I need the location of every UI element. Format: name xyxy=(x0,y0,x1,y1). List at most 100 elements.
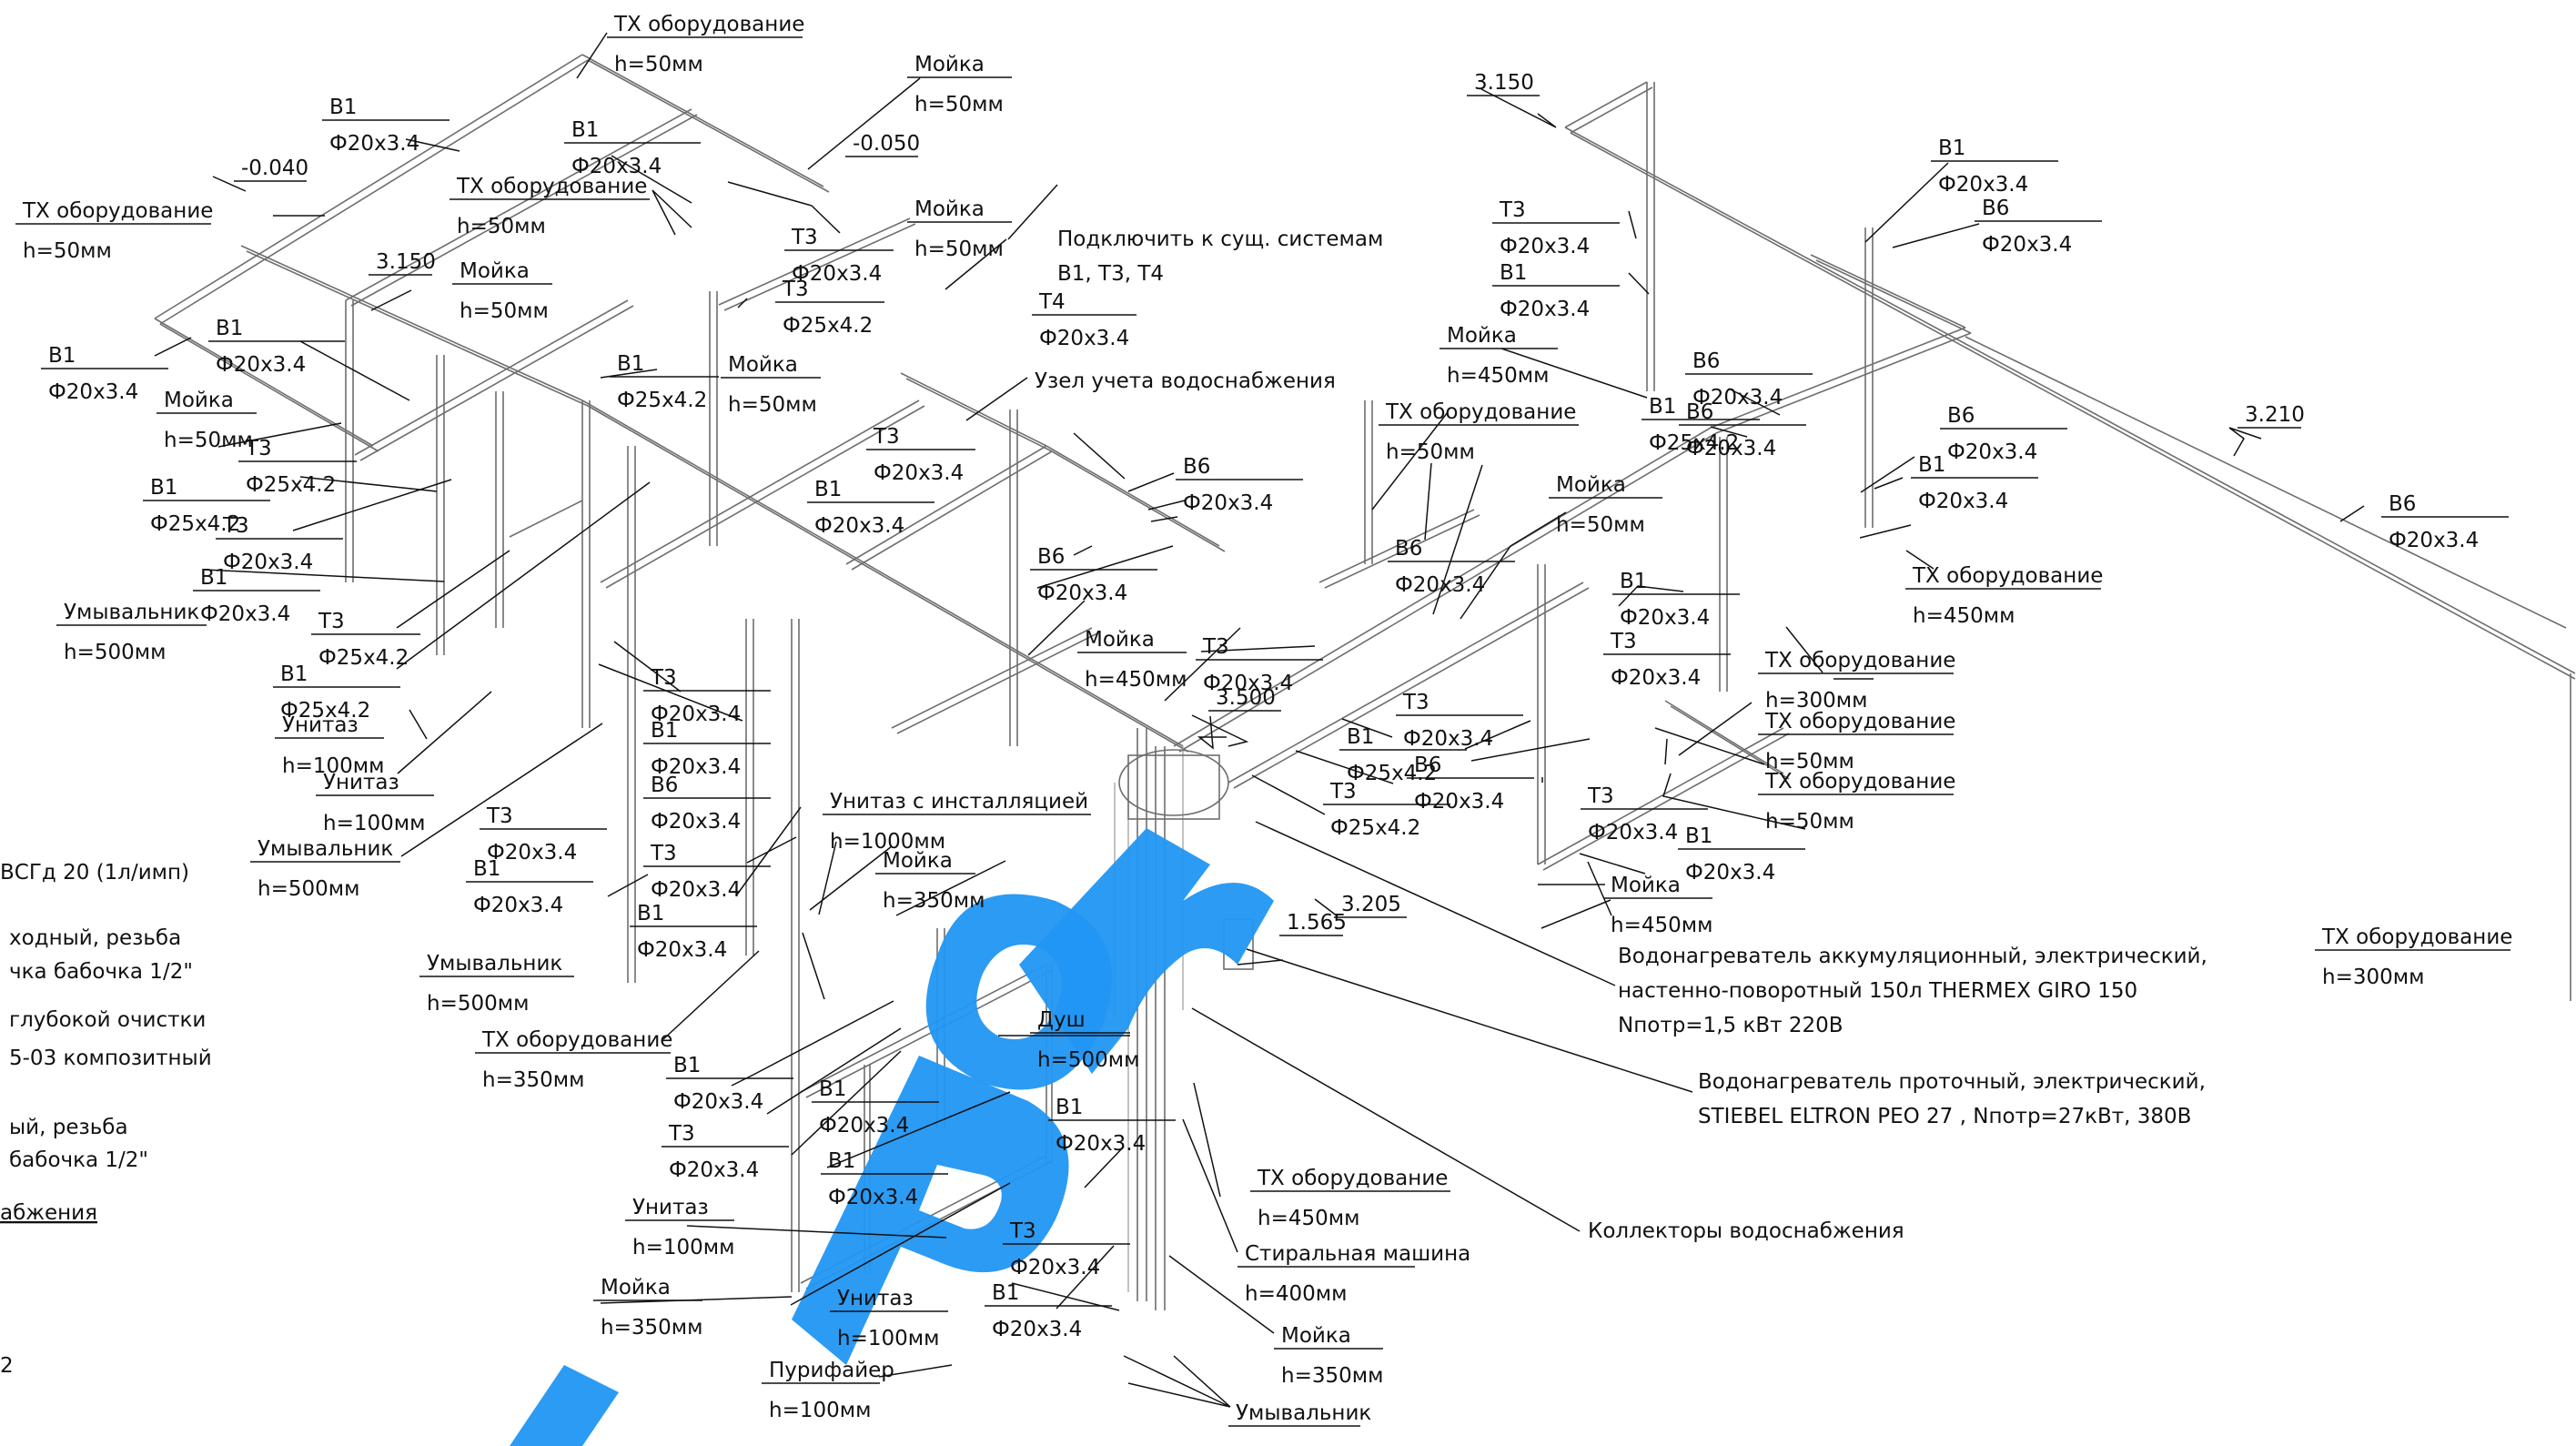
annotation-line: Умывальник xyxy=(64,601,199,624)
annotation-line: В1 xyxy=(814,478,842,501)
annotation-line: h=450мм xyxy=(1258,1207,1359,1230)
annotation-line: В1 xyxy=(992,1281,1019,1305)
annotation-line: Ф20х3.4 xyxy=(1203,672,1293,695)
annotation-line: h=500мм xyxy=(64,641,166,664)
annotation-line: Ф20х3.4 xyxy=(1620,606,1710,630)
annotation-a70: 1.565 xyxy=(1279,911,1347,936)
annotation-line: Т3 xyxy=(782,278,809,301)
annotation-line: h=50мм xyxy=(914,238,1004,261)
annotation-line: Мойка xyxy=(883,849,953,873)
annotation-line: В1 xyxy=(150,476,177,500)
annotation-line: h=100мм xyxy=(323,812,425,835)
annotation-line: Ф20х3.4 xyxy=(651,703,741,726)
annotation-line: В1 xyxy=(571,118,599,142)
annotation-line: ТХ оборудование xyxy=(2321,925,2512,949)
annotation-line: В1 xyxy=(651,719,678,743)
annotation-line: Ф20х3.4 xyxy=(1982,233,2072,257)
annotation-line: ТХ оборудование xyxy=(456,175,647,198)
annotation-a68: Водонагреватель аккумуляционный, электри… xyxy=(1618,945,2207,1037)
annotation-line: h=450мм xyxy=(1085,668,1187,692)
annotation-line: Пурифайер xyxy=(769,1359,894,1382)
annotation-a65: Умывальник xyxy=(1228,1401,1371,1427)
annotation-a66: Коллекторы водоснабжения xyxy=(1588,1219,1904,1243)
annotation-line: Т3 xyxy=(1202,635,1229,659)
annotation-line: h=100мм xyxy=(837,1327,939,1350)
annotation-line: Ф20х3.4 xyxy=(828,1186,918,1209)
annotation-line: h=50мм xyxy=(728,393,817,417)
annotation-line: Мойка xyxy=(1281,1324,1351,1348)
annotation-line: Т3 xyxy=(1499,198,1526,222)
annotation-line: Т3 xyxy=(1587,784,1614,808)
annotation-line: Ф25х4.2 xyxy=(150,512,240,536)
annotation-line: Узел учета водоснабжения xyxy=(1035,369,1336,393)
annotation-line: Т3 xyxy=(1610,630,1637,653)
pipe-network xyxy=(154,54,2576,1310)
annotation-line: Ф20х3.4 xyxy=(1947,440,2037,464)
annotation-line: Т3 xyxy=(1402,691,1429,714)
annotation-line: Ф20х3.4 xyxy=(673,1090,763,1114)
annotation-line: ТХ оборудование xyxy=(1257,1167,1448,1190)
annotation-line: h=100мм xyxy=(282,754,384,778)
annotation-a75: 3.150 xyxy=(1467,71,1540,96)
legend-line-2: ходный, резьба xyxy=(9,926,181,950)
annotation-line: Ф20х3.4 xyxy=(814,514,904,538)
annotation-line: ТХ оборудование xyxy=(1764,649,1955,672)
annotation-a89: 3.210 xyxy=(2238,403,2305,429)
annotation-line: Ф20х3.4 xyxy=(571,155,662,178)
annotation-line: Ф20х3.4 xyxy=(1938,173,2028,197)
water-heater-storage xyxy=(1118,749,1229,820)
annotation-line: 3.500 xyxy=(1216,686,1276,710)
annotation-line: В1 xyxy=(819,1077,846,1101)
legend-line-5: 5-03 композитный xyxy=(9,1047,212,1070)
annotation-line: В1 xyxy=(1056,1096,1083,1119)
annotation-a4: -0.040 xyxy=(234,157,308,182)
annotation-line: Мойка xyxy=(460,259,530,283)
annotation-line: Унитаз xyxy=(632,1196,709,1219)
annotation-a67: Водонагреватель проточный, электрический… xyxy=(1698,1070,2206,1128)
annotation-line: ТХ оборудование xyxy=(22,199,213,223)
annotation-line: В6 xyxy=(651,774,678,797)
annotation-line: В6 xyxy=(1183,455,1210,479)
annotation-line: Т3 xyxy=(318,610,345,633)
annotation-line: Ф20х3.4 xyxy=(48,380,138,404)
annotation-line: В1 xyxy=(673,1054,701,1077)
annotation-line: настенно-поворотный 150л THERMEX GIRO 15… xyxy=(1618,979,2137,1003)
annotation-line: Т3 xyxy=(791,226,818,249)
annotation-line: В6 xyxy=(1982,197,2009,220)
annotation-line: Ф20х3.4 xyxy=(216,353,306,377)
annotation-line: h=50мм xyxy=(1765,750,1854,774)
annotation-line: Т3 xyxy=(1009,1219,1036,1243)
annotation-line: В1 xyxy=(280,662,308,686)
annotation-line: Т4 xyxy=(1038,290,1066,314)
annotation-line: В1 xyxy=(1938,137,1965,160)
annotation-line: В6 xyxy=(1395,537,1422,561)
annotation-line: В1 xyxy=(1685,824,1712,848)
annotation-line: Ф20х3.4 xyxy=(1183,491,1273,515)
annotation-line: В1, Т3, Т4 xyxy=(1057,262,1164,286)
annotation-line: Мойка xyxy=(164,389,234,412)
annotation-line: Ф20х3.4 xyxy=(2389,529,2479,552)
